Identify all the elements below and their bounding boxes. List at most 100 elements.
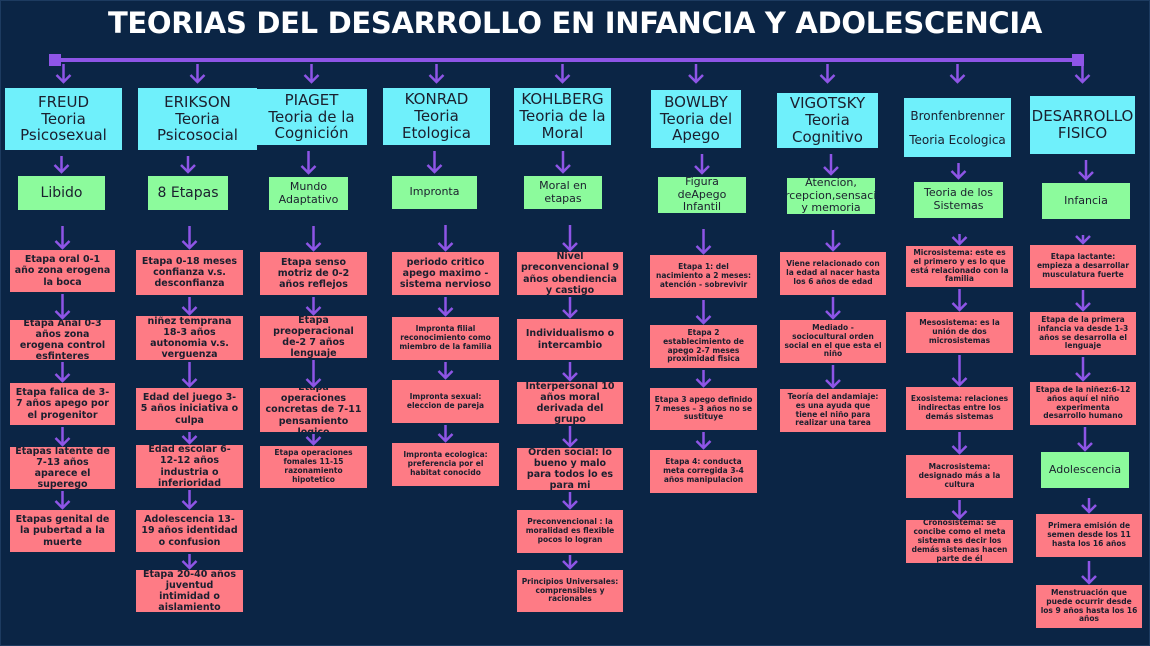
theory-header: PIAGET Teoria de la Cognición	[256, 89, 367, 145]
concept-box: Mundo Adaptativo	[269, 177, 348, 210]
arrow-down-icon	[53, 164, 70, 174]
stage-box: Etapa 0-18 meses confianza v.s. desconfi…	[136, 250, 243, 295]
arrow-down-icon	[951, 236, 968, 246]
arrow-down-icon	[1081, 575, 1097, 585]
arrow-down-icon	[695, 378, 712, 388]
arrow-down-icon	[181, 240, 198, 250]
stage-box: Individualismo o intercambio	[517, 319, 623, 360]
arrow-down-icon	[181, 560, 198, 570]
arrow-down-icon	[189, 74, 206, 84]
arrow-down-icon	[825, 310, 841, 320]
arrow-down-icon	[688, 74, 704, 84]
stage-box: Impronta sexual: eleccion de pareja	[392, 380, 499, 423]
arrow-down-icon	[562, 242, 578, 252]
theory-header: Bronfenbrenner Teoria Ecologica	[904, 98, 1011, 157]
stage-box: Macrosistema: designado más a la cultura	[906, 455, 1013, 498]
concept-box: Libido	[18, 176, 105, 210]
stage-box: Orden social: lo bueno y malo para todos…	[517, 448, 623, 490]
theory-header: KOHLBERG Teoria de la Moral	[514, 88, 611, 145]
stage-box: Nivel preconvencional 9 años obendiencia…	[517, 252, 623, 295]
arrow-down-icon	[305, 378, 322, 388]
arrow-down-icon	[562, 309, 578, 319]
arrow-down-icon	[823, 166, 839, 176]
stage-box: Principios Universales: comprensibles y …	[517, 570, 623, 612]
stage-box: Etapa falica de 3-7 años apego por el pr…	[10, 383, 115, 425]
connector-end-square	[1072, 54, 1084, 66]
connector-end-square	[49, 54, 61, 66]
stage-box: Etapa 2 establecimiento de apego 2-7 mes…	[650, 325, 757, 368]
arrow-down-icon	[54, 373, 71, 383]
arrow-down-icon	[428, 74, 445, 84]
stage-box: Etapa 4: conducta meta corregida 3-4 año…	[650, 450, 757, 493]
stage-box: Etapa 20-40 años juventud intimidad o ai…	[136, 570, 243, 612]
arrow-down-icon	[554, 74, 571, 84]
arrow-down-icon	[562, 372, 578, 382]
stage-box: Etapa senso motriz de 0-2 años reflejos	[260, 252, 367, 295]
arrow-down-icon	[437, 370, 454, 380]
concept-box: Adolescencia	[1041, 452, 1129, 488]
arrow-down-icon	[694, 165, 710, 175]
arrow-down-icon	[54, 500, 71, 510]
arrow-down-icon	[54, 437, 71, 447]
theory-header: VIGOTSKY Teoria Cognitivo	[777, 93, 878, 148]
arrow-down-icon	[949, 74, 966, 84]
arrow-down-icon	[180, 164, 196, 174]
arrow-down-icon	[562, 500, 578, 510]
arrow-down-icon	[951, 377, 968, 387]
arrow-down-icon	[305, 436, 322, 446]
stage-box: Teoría del andamiaje: es una ayuda que t…	[780, 389, 886, 432]
arrow-down-icon	[555, 164, 571, 174]
arrow-down-icon	[951, 302, 968, 312]
stage-box: Etapa oral 0-1 año zona erogena la boca	[10, 250, 115, 292]
stage-box: Edad escolar 6-12-12 años industria o in…	[136, 445, 243, 488]
arrow-down-icon	[426, 164, 443, 174]
arrow-down-icon	[951, 510, 968, 520]
stage-box: niñez temprana 18-3 años autonomia v.s. …	[136, 316, 243, 360]
arrow-down-icon	[695, 315, 712, 325]
theory-header: FREUD Teoria Psicosexual	[5, 88, 122, 150]
concept-box: 8 Etapas	[148, 176, 228, 210]
concept-box: Infancia	[1042, 183, 1130, 219]
stage-box: Viene relacionado con la edad al nacer h…	[780, 252, 886, 295]
arrow-down-icon	[181, 378, 198, 388]
stage-box: periodo critico apego maximo - sistema n…	[392, 252, 499, 295]
stage-box: Etapa Anal 0-3 años zona erogena control…	[10, 320, 115, 360]
arrow-down-icon	[437, 433, 454, 443]
stage-box: Mesosistema: es la unión de dos microsis…	[906, 312, 1013, 353]
stage-box: Exosistema: relaciones indirectas entre …	[906, 387, 1013, 430]
stage-box: Primera emisión de semen desde los 11 ha…	[1036, 514, 1142, 557]
arrow-down-icon	[437, 307, 454, 317]
stage-box: Adolescencia 13-19 años identidad o conf…	[136, 510, 243, 552]
arrow-down-icon	[55, 74, 72, 84]
arrow-down-icon	[54, 240, 71, 250]
stage-box: Etapas latente de 7-13 años aparece el s…	[10, 447, 115, 489]
arrow-down-icon	[437, 242, 454, 252]
arrow-down-icon	[695, 440, 712, 450]
arrow-down-icon	[305, 306, 322, 316]
stage-box: Etapa 3 apego definido 7 meses – 3 años …	[650, 388, 757, 430]
arrow-down-icon	[181, 306, 198, 316]
arrow-down-icon	[562, 438, 578, 448]
stage-box: Mediado - sociocultural orden social en …	[780, 320, 886, 363]
arrow-down-icon	[562, 560, 578, 570]
stage-box: Etapa preoperacional de-2 7 años lenguaj…	[260, 316, 367, 358]
stage-box: Interpersonal 10 años moral derivada del…	[517, 382, 623, 424]
arrow-down-icon	[1078, 171, 1094, 181]
concept-box: Impronta	[392, 176, 477, 209]
arrow-down-icon	[54, 310, 71, 320]
arrow-down-icon	[305, 242, 322, 252]
arrow-down-icon	[1077, 442, 1093, 452]
arrow-down-icon	[1075, 372, 1091, 382]
theory-header: ERIKSON Teoria Psicosocial	[138, 88, 257, 150]
arrow-down-icon	[181, 435, 198, 445]
concept-box: Teoria de los Sistemas	[914, 182, 1003, 218]
concept-box: Moral en etapas	[524, 176, 602, 209]
arrow-down-icon	[1081, 504, 1097, 514]
stage-box: Cronosistema: se concibe como el meta si…	[906, 520, 1013, 563]
page-title: TEORIAS DEL DESARROLLO EN INFANCIA Y ADO…	[107, 6, 1043, 40]
stage-box: Etapa de la niñez:6-12 años aquí el niño…	[1030, 382, 1136, 425]
stage-box: Impronta filial reconocimiento como miem…	[392, 317, 499, 360]
concept-box: Atencion, Percepcion,sensacion y memoria	[787, 178, 875, 214]
concept-box: Figura deApego Infantil	[658, 177, 746, 213]
stage-box: Menstruación que puede ocurrir desde los…	[1036, 585, 1142, 628]
